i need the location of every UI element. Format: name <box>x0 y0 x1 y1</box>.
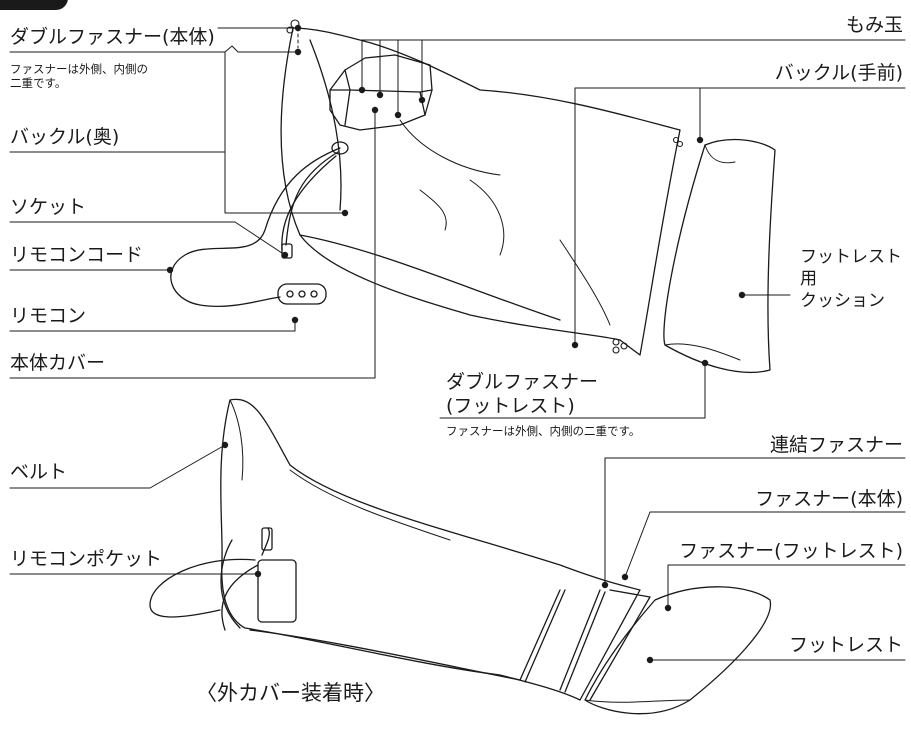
body-cover-illustration <box>280 27 681 356</box>
label-massage-balls: もみ玉 <box>845 14 903 36</box>
label-footrest: フットレスト <box>788 634 903 656</box>
zipper-pulls <box>286 19 684 354</box>
remote-pocket-illustration <box>149 527 297 631</box>
note-double-zipper-footrest: ファスナーは外側、内側の二重です。 <box>446 424 641 438</box>
label-remote-pocket: リモコンポケット <box>10 548 163 570</box>
label-zipper-footrest: ファスナー(フットレスト) <box>679 540 903 562</box>
label-connecting-zipper: 連結ファスナー <box>769 434 903 456</box>
header-tab <box>0 0 68 10</box>
label-remote: リモコン <box>10 305 87 327</box>
footrest-illustration <box>584 586 772 715</box>
label-buckle-back: バックル(奥) <box>10 126 120 148</box>
label-remote-cord: リモコンコード <box>10 244 144 266</box>
label-double-zipper-main: ダブルファスナー(本体) <box>10 26 215 48</box>
label-buckle-front: バックル(手前) <box>774 62 903 84</box>
remote-cord-illustration <box>170 141 349 308</box>
footrest-cushion-illustration <box>663 138 776 374</box>
caption-outer-cover: 〈外カバー装着時〉 <box>196 681 385 705</box>
label-socket: ソケット <box>10 196 87 218</box>
label-body-cover: 本体カバー <box>10 352 106 374</box>
leader-dots <box>166 24 746 664</box>
label-footrest-cushion: フットレスト用 クッション <box>800 247 902 311</box>
note-double-zipper-main: ファスナーは外側、内側の 二重です。 <box>10 62 148 90</box>
label-double-zipper-footrest: ダブルファスナー (フットレスト) <box>446 371 599 417</box>
outer-cover-illustration <box>220 398 651 701</box>
label-belt: ベルト <box>10 461 68 483</box>
label-zipper-main: ファスナー(本体) <box>755 488 903 510</box>
leader-lines <box>9 27 906 661</box>
